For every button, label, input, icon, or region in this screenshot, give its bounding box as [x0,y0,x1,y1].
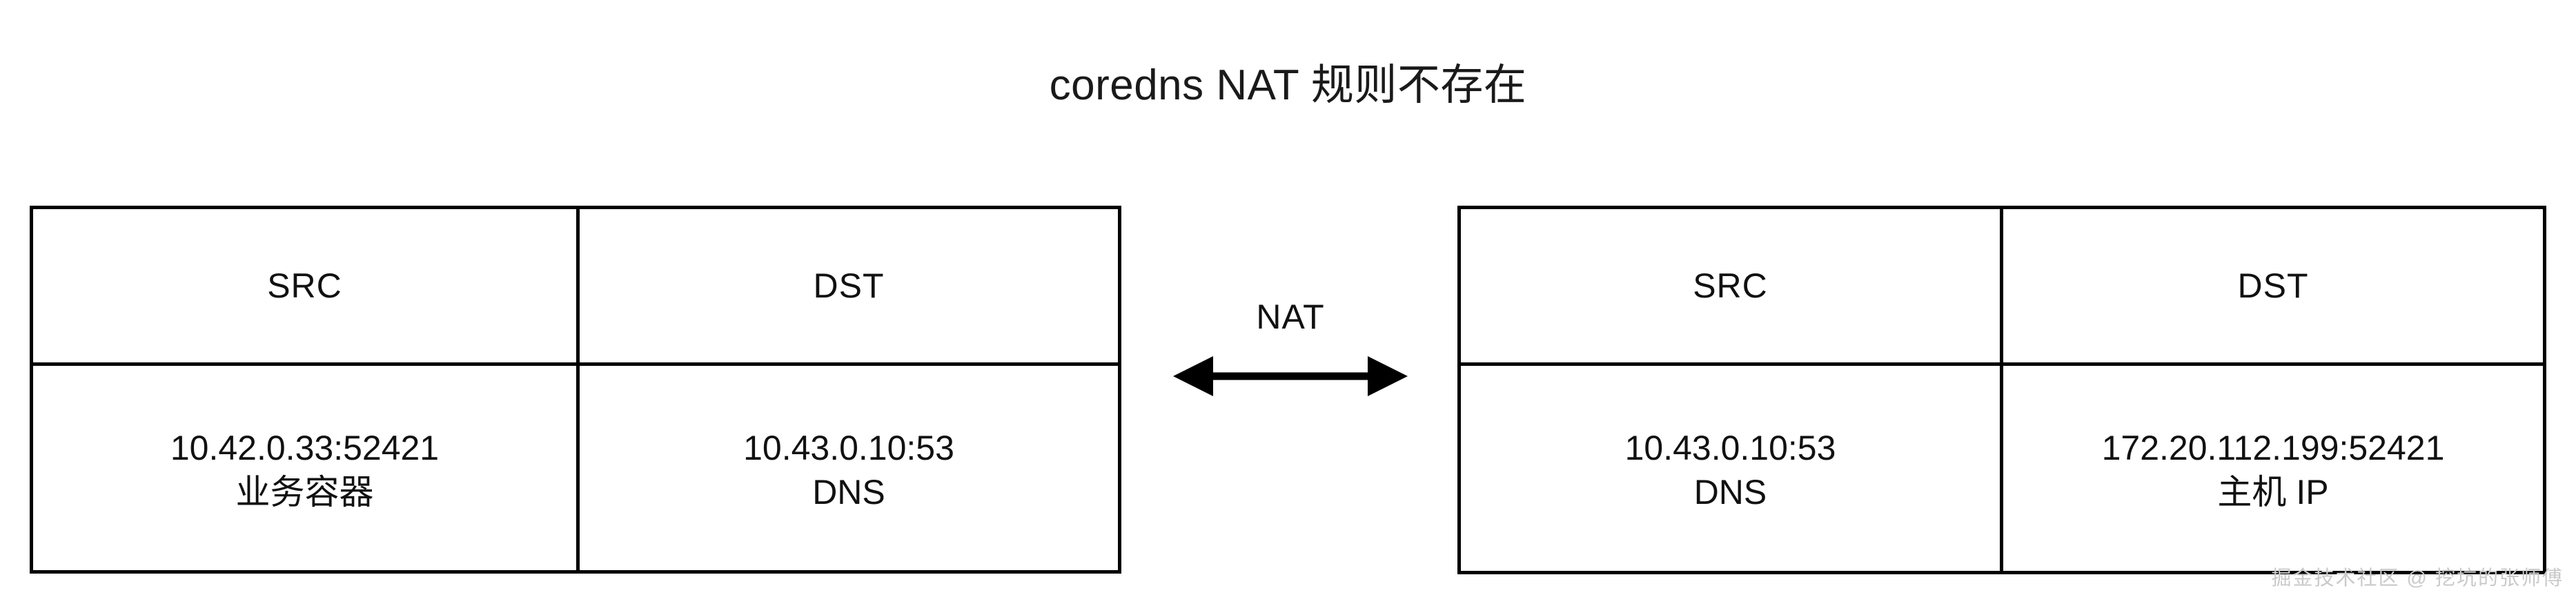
dst-note: DNS [812,472,885,511]
double-headed-arrow-icon [1173,356,1408,396]
header-label-src: SRC [1693,266,1768,305]
src-note: 业务容器 [235,472,374,511]
header-label-dst: DST [813,266,885,305]
dst-note: 主机 IP [2217,472,2329,511]
data-cell-src: 10.42.0.33:52421 业务容器 [33,366,580,574]
nat-label: NAT [1256,298,1325,336]
header-label-src: SRC [267,266,342,305]
src-address: 10.43.0.10:53 [1624,428,1836,467]
table-before-nat: SRC DST 10.42.0.33:52421 业务容器 10.43.0.10… [30,206,1121,574]
data-cell-dst: 172.20.112.199:52421 主机 IP [2003,366,2543,574]
table-header-row: SRC DST [33,209,1118,366]
header-cell-src: SRC [33,209,580,362]
dst-address: 10.43.0.10:53 [743,428,954,467]
table-header-row: SRC DST [1461,209,2543,366]
nat-connector: NAT [1173,297,1408,407]
header-label-dst: DST [2237,266,2309,305]
table-row: 10.42.0.33:52421 业务容器 10.43.0.10:53 DNS [33,366,1118,574]
header-cell-dst: DST [580,209,1118,362]
header-cell-dst: DST [2003,209,2543,362]
dst-address: 172.20.112.199:52421 [2101,428,2445,467]
table-after-nat: SRC DST 10.43.0.10:53 DNS 172.20.112.199… [1457,206,2546,574]
data-cell-src: 10.43.0.10:53 DNS [1461,366,2003,574]
data-cell-dst: 10.43.0.10:53 DNS [580,366,1118,574]
table-row: 10.43.0.10:53 DNS 172.20.112.199:52421 主… [1461,366,2543,574]
src-address: 10.42.0.33:52421 [170,428,440,467]
page-title: coredns NAT 规则不存在 [1049,61,1527,109]
header-cell-src: SRC [1461,209,2003,362]
src-note: DNS [1693,472,1767,511]
watermark: 掘金技术社区 @ 挖坑的张师傅 [2271,567,2564,589]
